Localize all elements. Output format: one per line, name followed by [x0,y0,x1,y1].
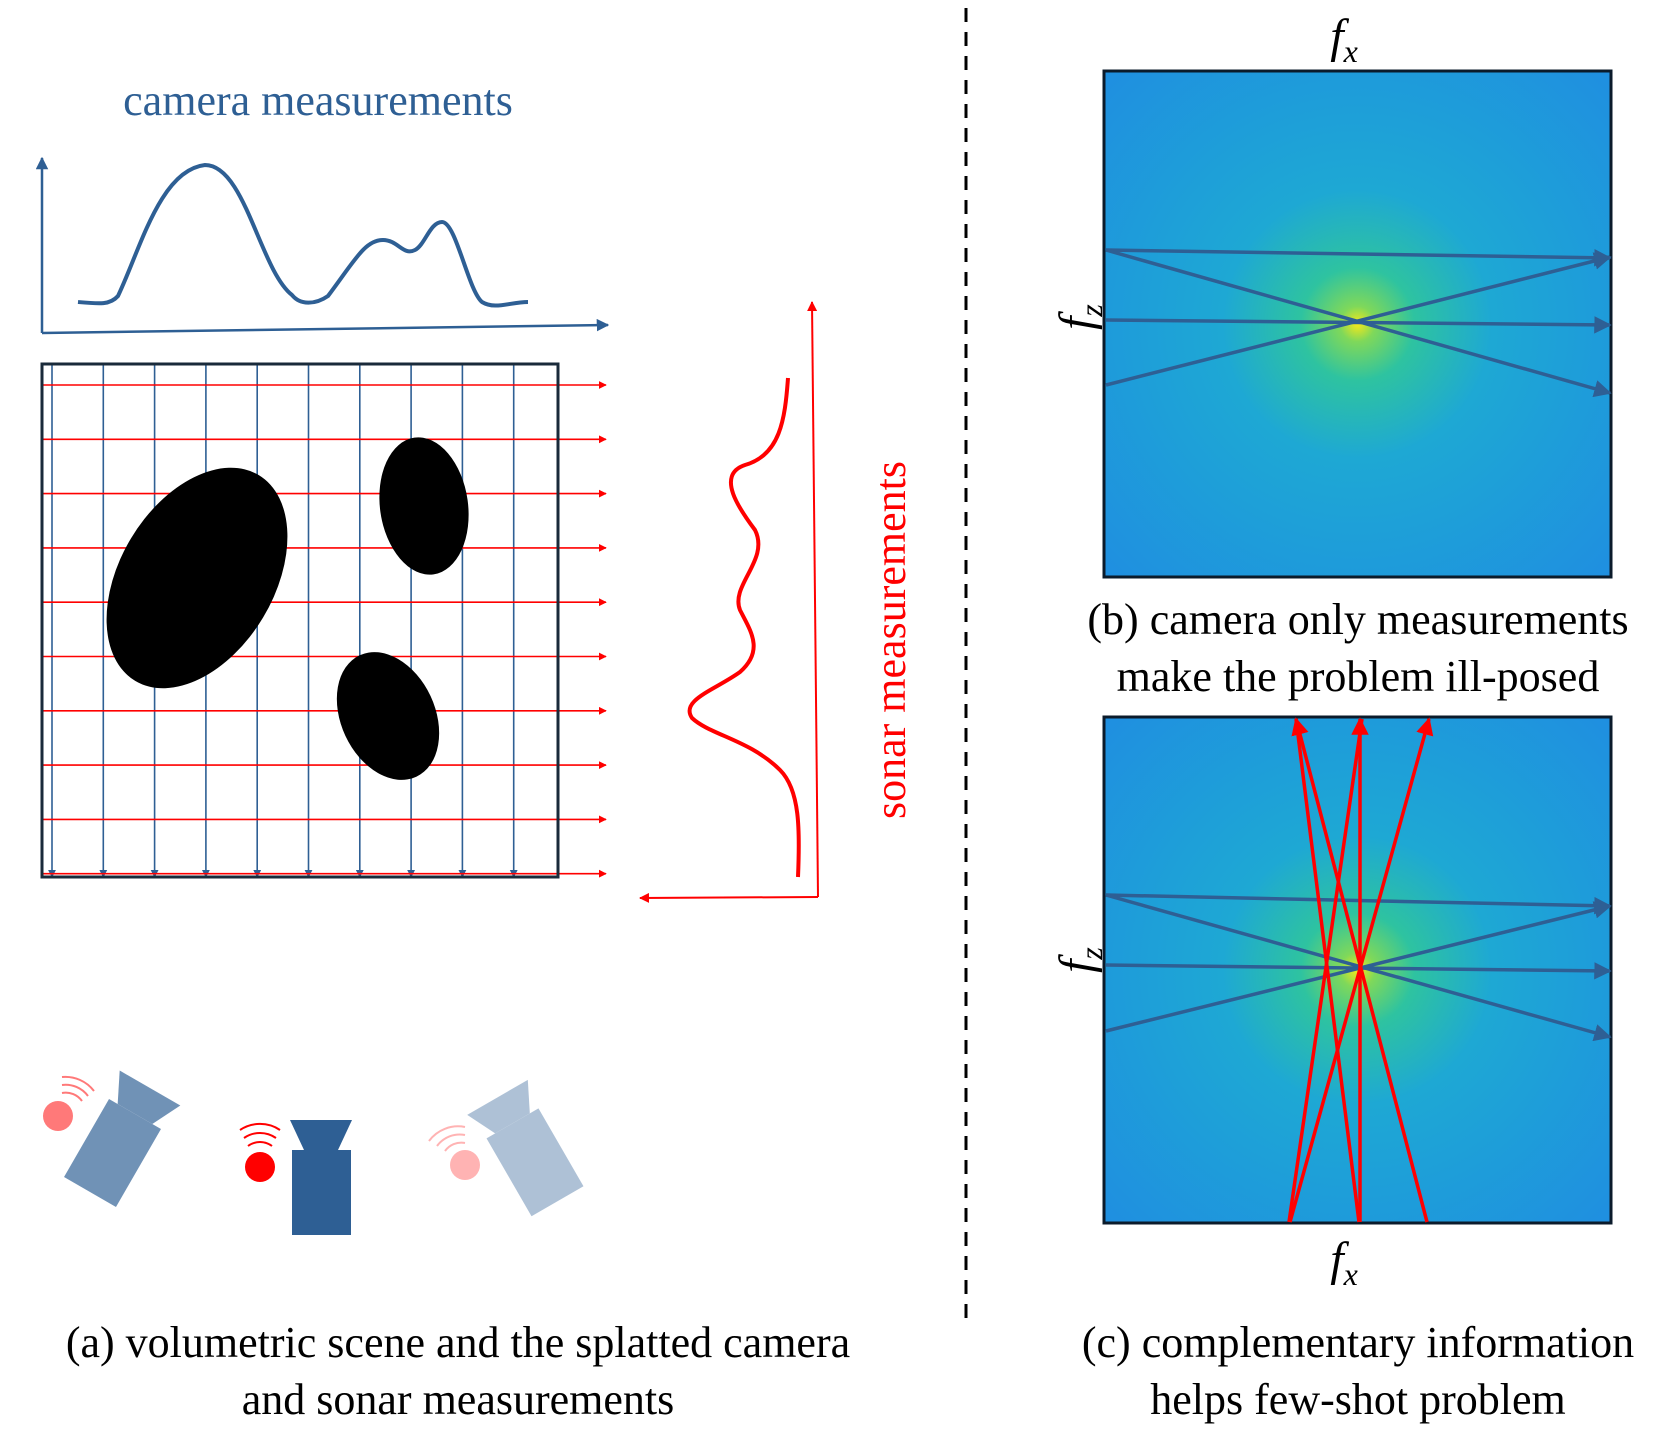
object-top-right [379,437,469,575]
camera-projection-lines [1105,248,1612,398]
scene-grid [40,362,607,879]
caption-a-line2: and sonar measurements [242,1375,675,1424]
object-bottom [336,652,440,780]
camera-icon [64,1070,181,1207]
panel-b: fx fz (b) camera only measurements make … [1050,10,1629,701]
camera-measurement-curve [77,162,529,308]
sonar-plot-axes [639,301,819,903]
camera-icon [290,1120,352,1235]
caption-a-line1: (a) volumetric scene and the splatted ca… [66,1318,850,1367]
caption-c-line2: helps few-shot problem [1150,1375,1565,1424]
sonar-measurements-label: sonar measurements [866,461,915,819]
panel-a: camera measurements sonar measurements [35,76,915,1424]
axis-fx-bottom: fx [1330,1233,1358,1292]
caption-b-line2: make the problem ill-posed [1117,652,1600,701]
panel-c: fz fx (c) complementary information [1050,715,1634,1424]
axis-fz-c: fz [1050,947,1109,973]
axis-fx-top: fx [1330,10,1358,69]
caption-c-line1: (c) complementary information [1082,1318,1634,1367]
sonar-emitter-icon [450,1150,480,1180]
sonar-measurement-curve [687,377,801,878]
axis-fz-b: fz [1050,304,1109,330]
scene-objects [106,437,469,780]
sonar-projection-lines [1287,717,1434,1223]
camera-measurements-label: camera measurements [123,76,513,125]
scene-volume [40,362,560,879]
spectrum-c [1102,715,1613,1225]
camera-icon [467,1079,584,1217]
camera-plot-axes [35,156,610,335]
sonar-emitter-icon [43,1101,73,1131]
spectrum-b [1102,69,1613,579]
caption-b-line1: (b) camera only measurements [1087,595,1628,644]
sonar-emitter-icon [245,1152,275,1182]
device-center [239,1120,352,1235]
object-large [106,467,288,689]
device-left [43,1070,181,1207]
camera-projection-lines-c [1105,893,1612,1042]
device-right [428,1079,584,1217]
sonar-rays [42,381,607,878]
